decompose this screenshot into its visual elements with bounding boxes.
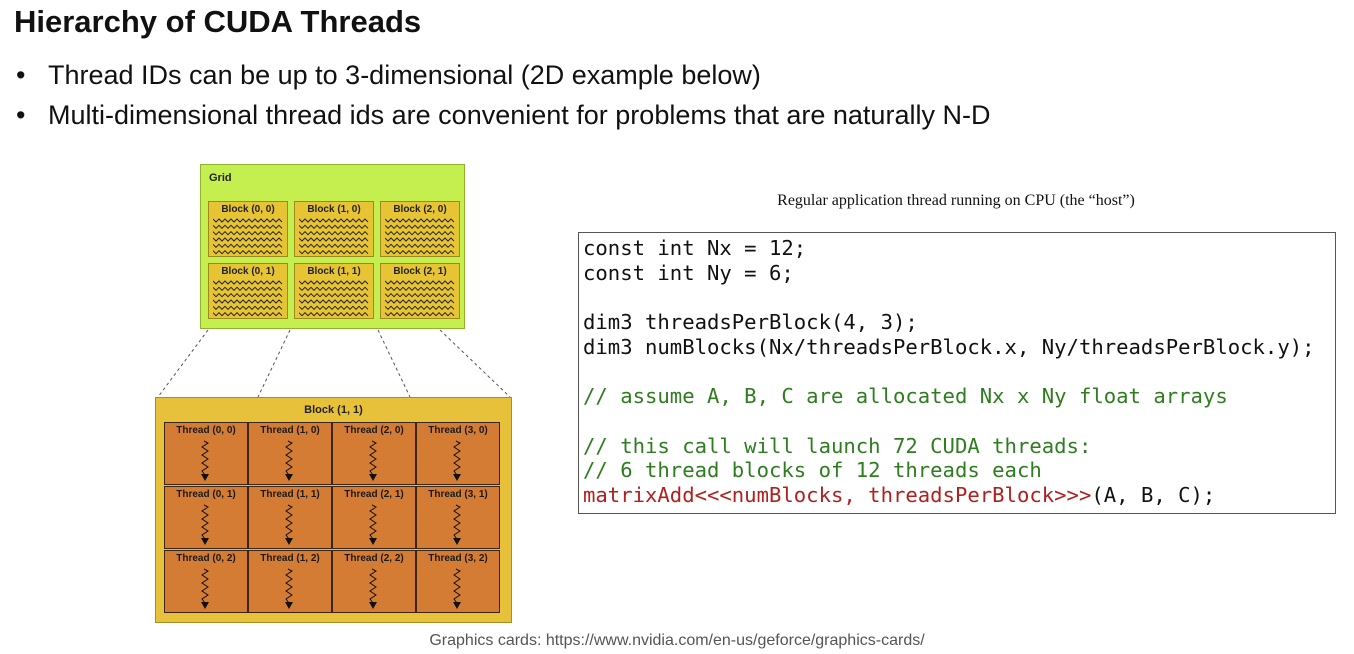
thread-arrow-icon xyxy=(201,504,209,545)
bullet-text: Multi-dimensional thread ids are conveni… xyxy=(48,100,991,130)
block-label: Block (1, 0) xyxy=(307,204,361,215)
thread-label: Thread (0, 1) xyxy=(176,489,236,500)
thread-arrow-icon xyxy=(369,440,377,481)
thread-wave-icon xyxy=(385,280,455,317)
thread-arrow-icon xyxy=(453,440,461,481)
bullet-text: Thread IDs can be up to 3-dimensional (2… xyxy=(48,60,761,90)
thread-block: Block (1, 0) xyxy=(294,201,374,257)
bullet-dot: • xyxy=(16,100,26,130)
thread-block: Block (0, 1) xyxy=(208,263,288,319)
kernel-args: (A, B, C); xyxy=(1091,482,1216,507)
bullet-item: • Thread IDs can be up to 3-dimensional (… xyxy=(14,60,990,100)
thread-arrow-icon xyxy=(285,568,293,609)
thread-arrow-icon xyxy=(285,504,293,545)
thread-arrow-icon xyxy=(201,440,209,481)
thread-cell: Thread (2, 1) xyxy=(332,486,416,549)
footer-source: Graphics cards: https://www.nvidia.com/e… xyxy=(429,632,925,649)
thread-block: Block (2, 1) xyxy=(380,263,460,319)
thread-block: Block (2, 0) xyxy=(380,201,460,257)
block-label: Block (0, 0) xyxy=(221,204,275,215)
code-line: dim3 numBlocks(Nx/threadsPerBlock.x, Ny/… xyxy=(583,334,1315,359)
thread-label: Thread (2, 2) xyxy=(344,553,404,564)
thread-label: Thread (1, 1) xyxy=(260,489,320,500)
code-line xyxy=(583,409,1335,434)
thread-cell: Thread (2, 0) xyxy=(332,422,416,485)
thread-arrow-icon xyxy=(453,568,461,609)
thread-wave-icon xyxy=(213,280,283,317)
thread-block: Block (0, 0) xyxy=(208,201,288,257)
grid-label: Grid xyxy=(209,172,232,184)
code-line xyxy=(583,285,1335,310)
thread-block: Block (1, 1) xyxy=(294,263,374,319)
bullet-list: • Thread IDs can be up to 3-dimensional (… xyxy=(14,60,990,140)
thread-label: Thread (2, 1) xyxy=(344,489,404,500)
thread-arrow-icon xyxy=(453,504,461,545)
bullet-item: • Multi-dimensional thread ids are conven… xyxy=(14,100,990,140)
thread-cell: Thread (0, 0) xyxy=(164,422,248,485)
block-detail-label: Block (1, 1) xyxy=(304,404,363,416)
block-label: Block (1, 1) xyxy=(307,266,361,277)
thread-label: Thread (2, 0) xyxy=(344,425,404,436)
thread-wave-icon xyxy=(213,218,283,255)
code-line xyxy=(583,359,1335,384)
code-line: const int Ny = 6; xyxy=(583,260,794,285)
thread-wave-icon xyxy=(299,280,369,317)
code-line: // 6 thread blocks of 12 threads each xyxy=(583,458,1042,483)
thread-arrow-icon xyxy=(369,504,377,545)
thread-label: Thread (0, 0) xyxy=(176,425,236,436)
block-label: Block (0, 1) xyxy=(221,266,275,277)
thread-label: Thread (1, 0) xyxy=(260,425,320,436)
thread-label: Thread (3, 1) xyxy=(428,489,488,500)
thread-cell: Thread (1, 1) xyxy=(248,486,332,549)
code-panel: const int Nx = 12;const int Ny = 6; dim3 … xyxy=(578,232,1336,514)
code-line: // assume A, B, C are allocated Nx x Ny … xyxy=(583,384,1228,409)
thread-arrow-icon xyxy=(201,568,209,609)
code-line: // this call will launch 72 CUDA threads… xyxy=(583,433,1092,458)
block-detail: Block (1, 1) Thread (0, 0) Thread (1, 0) T… xyxy=(155,397,512,623)
thread-cell: Thread (3, 0) xyxy=(416,422,500,485)
thread-cell: Thread (0, 1) xyxy=(164,486,248,549)
thread-arrow-icon xyxy=(369,568,377,609)
thread-cell: Thread (2, 2) xyxy=(332,550,416,613)
thread-wave-icon xyxy=(385,218,455,255)
cuda-grid: Grid Block (0, 0) Block (1, 0) Block (2, 0… xyxy=(200,164,465,329)
thread-cell: Thread (3, 2) xyxy=(416,550,500,613)
slide-title: Hierarchy of CUDA Threads xyxy=(14,4,422,39)
block-label: Block (2, 0) xyxy=(393,204,447,215)
kernel-launch-line: matrixAdd<<<numBlocks, threadsPerBlock>>… xyxy=(583,483,1335,508)
bullet-dot: • xyxy=(16,60,26,90)
thread-label: Thread (3, 2) xyxy=(428,553,488,564)
block-label: Block (2, 1) xyxy=(393,266,447,277)
thread-label: Thread (1, 2) xyxy=(260,553,320,564)
thread-label: Thread (0, 2) xyxy=(176,553,236,564)
thread-wave-icon xyxy=(299,218,369,255)
thread-label: Thread (3, 0) xyxy=(428,425,488,436)
code-line: const int Nx = 12; xyxy=(583,236,807,260)
code-line: dim3 threadsPerBlock(4, 3); xyxy=(583,310,918,335)
code-caption: Regular application thread running on CP… xyxy=(777,192,1135,209)
thread-cell: Thread (1, 2) xyxy=(248,550,332,613)
kernel-call: matrixAdd<<<numBlocks, threadsPerBlock>>… xyxy=(583,482,1092,507)
thread-cell: Thread (1, 0) xyxy=(248,422,332,485)
thread-arrow-icon xyxy=(285,440,293,481)
thread-cell: Thread (3, 1) xyxy=(416,486,500,549)
thread-cell: Thread (0, 2) xyxy=(164,550,248,613)
